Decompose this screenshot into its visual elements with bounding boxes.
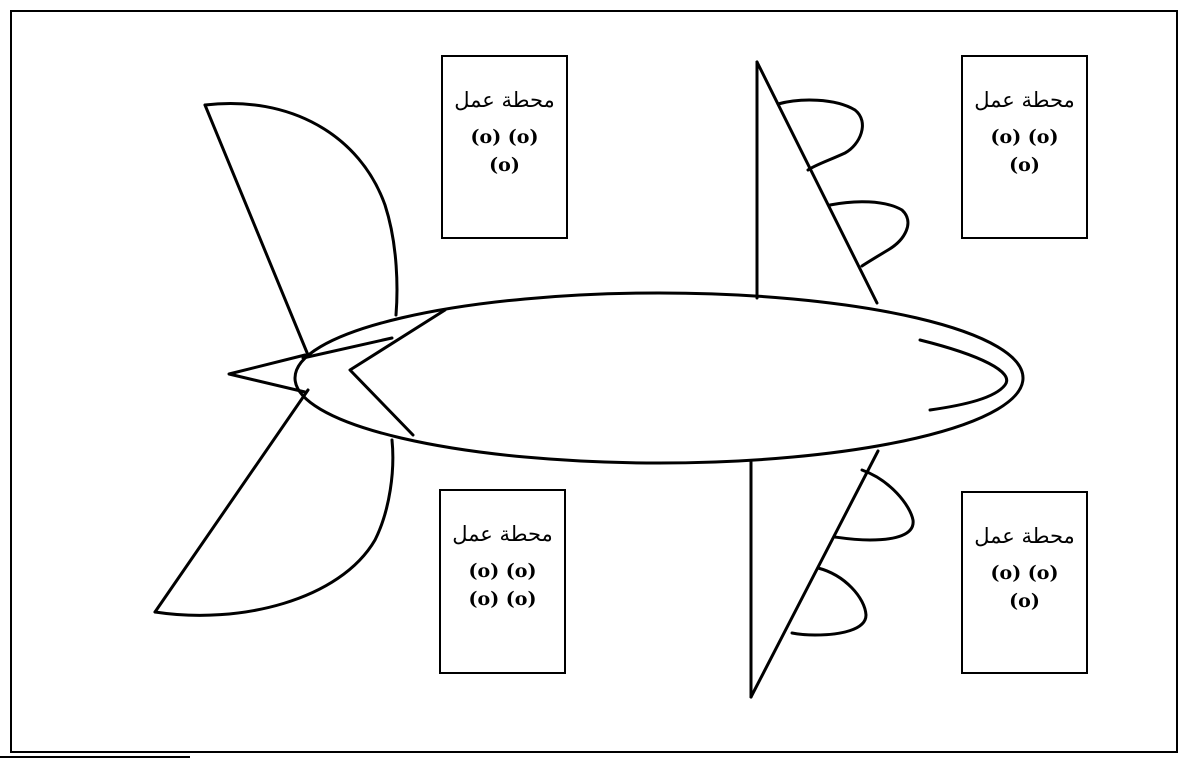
lower-tail-fin-edge bbox=[153, 388, 310, 614]
tail-chevron-inner bbox=[348, 308, 447, 437]
upper-tail-fin-edge bbox=[203, 103, 310, 357]
workstation-row: (o) bbox=[1009, 154, 1040, 176]
crop-mark-line bbox=[0, 756, 190, 758]
workstation-title: محطة عمل bbox=[974, 88, 1075, 112]
upper-tail-fin-curve bbox=[203, 102, 399, 317]
workstation-row: (o) bbox=[489, 154, 520, 176]
fuselage-outline bbox=[293, 291, 1025, 465]
workstation-box-bottom-right: محطة عمل (o) (o) (o) bbox=[961, 491, 1088, 674]
workstation-title: محطة عمل bbox=[452, 522, 553, 546]
workstation-box-bottom-center: محطة عمل (o) (o) (o) (o) bbox=[439, 489, 566, 674]
upper-engine-2 bbox=[828, 200, 910, 268]
workstation-row: (o) (o) bbox=[470, 126, 539, 148]
workstation-row: (o) (o) bbox=[468, 588, 537, 610]
tail-nozzle-line bbox=[301, 336, 394, 360]
lower-tail-fin-curve bbox=[153, 438, 395, 617]
workstation-title: محطة عمل bbox=[454, 88, 555, 112]
tail-nozzle bbox=[227, 353, 307, 394]
upper-wing-edge bbox=[755, 60, 879, 305]
workstation-title: محطة عمل bbox=[974, 524, 1075, 548]
workstation-row: (o) (o) bbox=[990, 562, 1059, 584]
workstation-box-top-right: محطة عمل (o) (o) (o) bbox=[961, 55, 1088, 239]
nose-line bbox=[918, 338, 1009, 412]
diagram-frame bbox=[10, 10, 1178, 753]
lower-wing-edge bbox=[749, 449, 880, 699]
upper-engine-1 bbox=[776, 98, 864, 172]
workstation-box-top-center: محطة عمل (o) (o) (o) bbox=[441, 55, 568, 239]
workstation-row: (o) bbox=[1009, 590, 1040, 612]
lower-engine-1 bbox=[833, 468, 915, 542]
workstation-row: (o) (o) bbox=[468, 560, 537, 582]
lower-engine-2 bbox=[790, 566, 868, 637]
workstation-row: (o) (o) bbox=[990, 126, 1059, 148]
